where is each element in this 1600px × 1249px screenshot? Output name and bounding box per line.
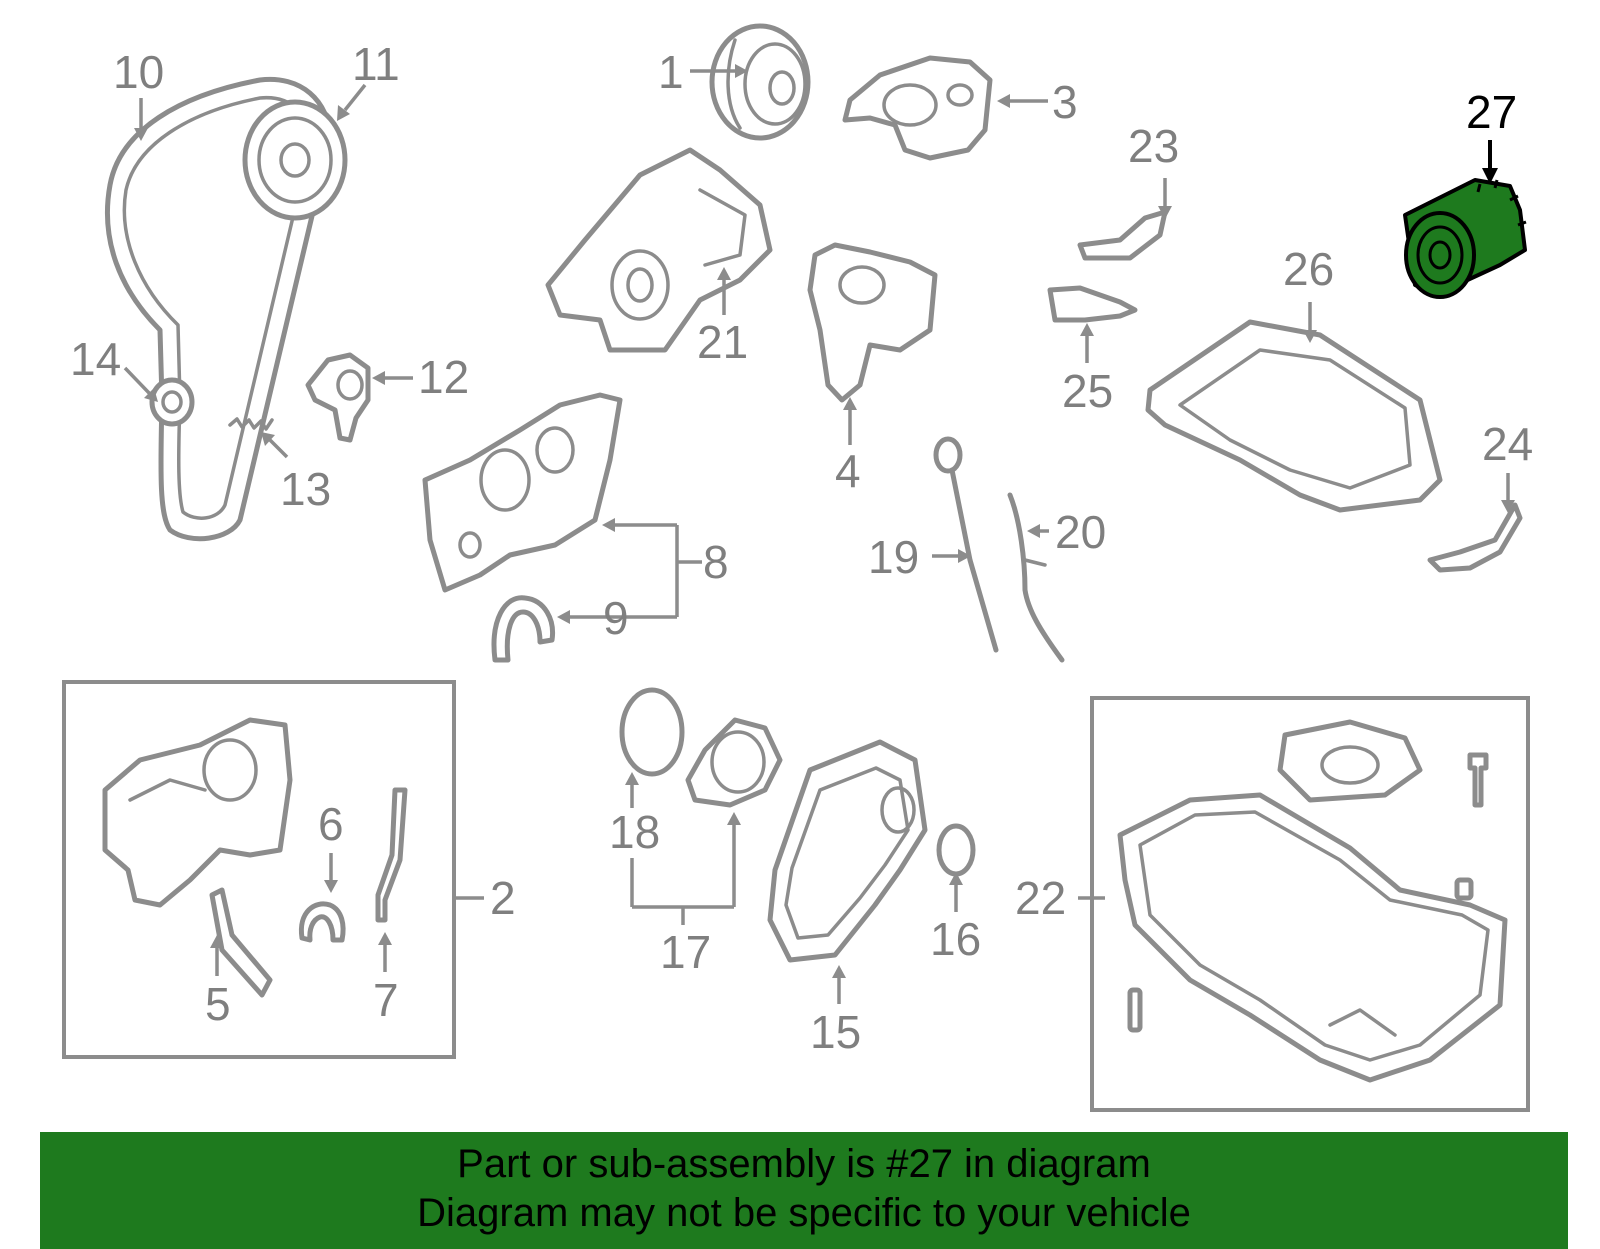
part-22-bolt[interactable] [1467, 752, 1489, 808]
callout-6[interactable]: 6 [318, 798, 344, 850]
banner-line-2: Diagram may not be specific to your vehi… [417, 1191, 1191, 1235]
part-6-seal[interactable] [298, 901, 346, 943]
callout-12[interactable]: 12 [418, 351, 469, 403]
part-17-rear-seal-housing[interactable] [685, 717, 783, 808]
callout-14[interactable]: 14 [70, 333, 121, 385]
callout-23[interactable]: 23 [1128, 120, 1179, 172]
callout-24[interactable]: 24 [1482, 418, 1533, 470]
banner-line-1: Part or sub-assembly is #27 in diagram [457, 1142, 1151, 1186]
callout-25[interactable]: 25 [1062, 365, 1113, 417]
part-20-dipstick-tube[interactable] [1007, 492, 1065, 663]
callout-3[interactable]: 3 [1052, 76, 1078, 128]
callout-9[interactable]: 9 [603, 592, 629, 644]
part-14-idler-pulley[interactable] [149, 377, 195, 427]
part-5-guide[interactable] [209, 887, 273, 998]
part-2-cover-assembly[interactable] [102, 717, 293, 908]
part-7-gasket-strip[interactable] [375, 787, 408, 923]
callout-22[interactable]: 22 [1015, 872, 1066, 924]
part-25-oil-seal[interactable] [1047, 285, 1138, 323]
callout-labels: 1 3 10 11 14 12 13 21 4 23 25 26 27 24 2… [70, 38, 1533, 1058]
part-18-o-ring[interactable] [619, 687, 685, 777]
part-22-baffle[interactable] [1277, 719, 1423, 803]
part-26-upper-oil-pan[interactable] [1145, 319, 1443, 513]
callout-7[interactable]: 7 [373, 974, 399, 1026]
callout-1[interactable]: 1 [658, 46, 684, 98]
part-23-bracket[interactable] [1077, 209, 1168, 261]
callout-13[interactable]: 13 [280, 463, 331, 515]
callout-20[interactable]: 20 [1055, 506, 1106, 558]
part-2-group-box [62, 680, 456, 1059]
part-21-oil-pump[interactable] [545, 147, 773, 353]
part-4-timing-cover-lower[interactable] [807, 242, 938, 403]
part-1-crank-pulley[interactable] [709, 23, 811, 141]
callout-15[interactable]: 15 [810, 1006, 861, 1058]
callout-8[interactable]: 8 [703, 536, 729, 588]
part-9-seal[interactable] [491, 595, 556, 663]
callout-16[interactable]: 16 [930, 913, 981, 965]
part-8-timing-cover[interactable] [422, 392, 623, 593]
callout-19[interactable]: 19 [868, 531, 919, 583]
part-27-oil-filter[interactable] [1403, 178, 1527, 299]
part-22-group-box [1090, 696, 1530, 1112]
callout-27[interactable]: 27 [1466, 86, 1517, 138]
notice-banner: Part or sub-assembly is #27 in diagram D… [40, 1132, 1568, 1249]
callout-21[interactable]: 21 [697, 316, 748, 368]
leader-lines [123, 64, 1515, 1004]
callout-2[interactable]: 2 [490, 872, 516, 924]
part-19-dipstick[interactable] [933, 436, 999, 653]
callout-10[interactable]: 10 [113, 46, 164, 98]
part-13-tensioner-spring[interactable] [228, 417, 274, 431]
part-12-tensioner[interactable] [305, 352, 371, 443]
part-16-o-ring[interactable] [936, 823, 976, 877]
part-3-timing-cover-piece[interactable] [842, 55, 993, 161]
part-22-dowel[interactable] [1127, 877, 1474, 1033]
part-15-rear-cover[interactable] [767, 739, 928, 963]
callout-11[interactable]: 11 [352, 38, 400, 90]
callout-5[interactable]: 5 [205, 978, 231, 1030]
callout-18[interactable]: 18 [609, 806, 660, 858]
part-24-bracket[interactable] [1427, 502, 1523, 573]
callout-17[interactable]: 17 [660, 926, 711, 978]
callout-26[interactable]: 26 [1283, 243, 1334, 295]
part-22-lower-oil-pan[interactable] [1117, 792, 1508, 1083]
part-11-cam-sprocket[interactable] [242, 99, 348, 221]
callout-4[interactable]: 4 [835, 445, 861, 497]
